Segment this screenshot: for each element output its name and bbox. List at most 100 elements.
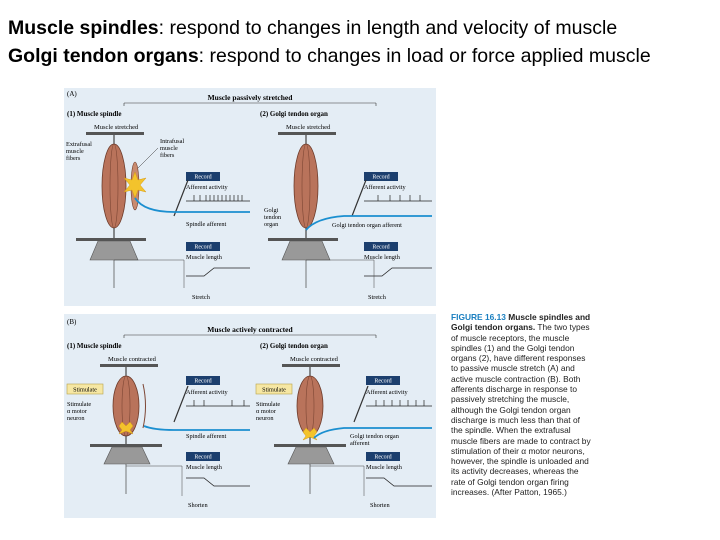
heading-term: Golgi tendon organs <box>8 45 199 67</box>
length-trace <box>186 267 250 277</box>
record-box <box>364 172 398 181</box>
afferent-line <box>305 215 432 231</box>
muscle-icon <box>296 375 324 437</box>
record-box <box>186 242 220 251</box>
stimulate-label: Stimulate <box>262 387 286 394</box>
extrafusal-label-2: muscle <box>66 148 84 155</box>
record-label: Record <box>372 175 389 181</box>
afferent-line <box>134 197 250 213</box>
afferent-line <box>313 427 432 439</box>
figure-body: The two types of muscle receptors, the m… <box>451 322 591 498</box>
extrafusal-label-1: Extrafusal <box>66 141 92 148</box>
length-label: Muscle length <box>186 254 223 261</box>
muscle-icon <box>293 143 319 229</box>
top-label: Muscle stretched <box>94 124 139 131</box>
panel-letter: (A) <box>67 90 77 98</box>
panel-title: Muscle actively contracted <box>207 325 293 334</box>
weight-icon <box>89 240 139 261</box>
activity-label: Afferent activity <box>366 389 409 396</box>
spindle-active: (1) Muscle spindle Muscle contracted Sti… <box>66 342 250 509</box>
shorten-label: Shorten <box>188 502 208 509</box>
section-title: (1) Muscle spindle <box>67 342 121 350</box>
record-label: Record <box>374 379 391 385</box>
length-trace <box>366 477 432 487</box>
afferent-label-2: afferent <box>350 440 370 447</box>
section-title: (2) Golgi tendon organ <box>260 342 328 350</box>
stimulate-box <box>66 383 104 395</box>
figure-number: FIGURE 16.13 <box>451 312 506 322</box>
afferent-line <box>143 425 250 431</box>
panel-letter: (B) <box>67 318 77 326</box>
heading-golgi-tendon-organs: Golgi tendon organs: respond to changes … <box>8 44 651 68</box>
record-label: Record <box>194 379 211 385</box>
intrafusal-label-1: Intrafusal <box>160 138 184 145</box>
shorten-label: Shorten <box>370 502 390 509</box>
figure-caption: FIGURE 16.13 Muscle spindles and Golgi t… <box>451 312 591 497</box>
record-box <box>364 242 398 251</box>
gto-passive: (2) Golgi tendon organ Muscle stretched … <box>260 110 432 301</box>
top-label: Muscle contracted <box>108 356 157 363</box>
stim-label-3: neuron <box>256 415 274 422</box>
afferent-label-1: Golgi tendon organ <box>350 433 400 440</box>
record-label: Record <box>194 175 211 181</box>
section-title: (2) Golgi tendon organ <box>260 110 328 118</box>
afferent-label: Golgi tendon organ afferent <box>332 222 402 229</box>
stimulate-box <box>255 383 293 395</box>
electrode-icon <box>173 179 189 217</box>
stim-label-1: Stimulate <box>67 401 91 408</box>
spindle-passive: (1) Muscle spindle Muscle stretched Extr… <box>66 110 250 301</box>
figure-title: Muscle spindles and Golgi tendon organs. <box>451 312 591 333</box>
panel-passive-stretch: (A) Muscle passively stretched (1) Muscl… <box>64 88 436 306</box>
afferent-label: Spindle afferent <box>186 433 227 440</box>
stretch-label: Stretch <box>192 294 211 301</box>
section-title: (1) Muscle spindle <box>67 110 121 118</box>
panel-b-diagram: (B) Muscle actively contracted (1) Muscl… <box>66 318 432 509</box>
heading-term: Muscle spindles <box>8 17 159 39</box>
panel-title: Muscle passively stretched <box>208 93 294 102</box>
activation-burst-icon <box>123 171 147 199</box>
activation-burst-icon <box>302 427 318 441</box>
top-bar <box>86 132 144 135</box>
record-box <box>366 452 400 461</box>
stim-label-1: Stimulate <box>256 401 280 408</box>
length-trace <box>186 477 250 487</box>
gto-active: (2) Golgi tendon organ Muscle contracted… <box>255 342 432 509</box>
electrode-icon <box>351 179 367 217</box>
heading-description: : respond to changes in load or force ap… <box>198 45 651 67</box>
length-label: Muscle length <box>366 464 403 471</box>
gto-label-1: Golgi <box>264 207 279 214</box>
intrafusal-label-2: muscle <box>160 145 178 152</box>
activity-label: Afferent activity <box>364 184 407 191</box>
length-label: Muscle length <box>364 254 401 261</box>
length-label: Muscle length <box>186 464 223 471</box>
length-trace <box>364 267 432 277</box>
record-label: Record <box>194 455 211 461</box>
activity-label: Afferent activity <box>186 389 229 396</box>
activation-burst-icon <box>118 421 134 435</box>
stim-label-2: α motor <box>67 408 88 415</box>
record-label: Record <box>194 245 211 251</box>
panel-a-diagram: (A) Muscle passively stretched (1) Muscl… <box>66 90 432 301</box>
record-box <box>186 376 220 385</box>
top-label: Muscle stretched <box>286 124 331 131</box>
afferent-label: Spindle afferent <box>186 221 227 228</box>
activity-label: Afferent activity <box>186 184 229 191</box>
stim-label-2: α motor <box>256 408 277 415</box>
stretch-label: Stretch <box>368 294 387 301</box>
extrafusal-label-3: fibers <box>66 155 81 162</box>
record-box <box>186 452 220 461</box>
panel-active-contraction: (B) Muscle actively contracted (1) Muscl… <box>64 314 436 518</box>
record-label: Record <box>372 245 389 251</box>
muscle-icon <box>101 143 127 229</box>
top-label: Muscle contracted <box>290 356 339 363</box>
intrafusal-label-3: fibers <box>160 152 175 159</box>
stim-label-3: neuron <box>67 415 85 422</box>
record-box <box>366 376 400 385</box>
record-label: Record <box>374 455 391 461</box>
gto-label-3: organ <box>264 221 279 228</box>
heading-description: : respond to changes in length and veloc… <box>158 17 618 39</box>
intrafusal-fiber-icon <box>142 383 146 429</box>
weight-icon <box>287 446 335 465</box>
stimulate-label: Stimulate <box>73 387 97 394</box>
weight-icon <box>281 240 331 261</box>
